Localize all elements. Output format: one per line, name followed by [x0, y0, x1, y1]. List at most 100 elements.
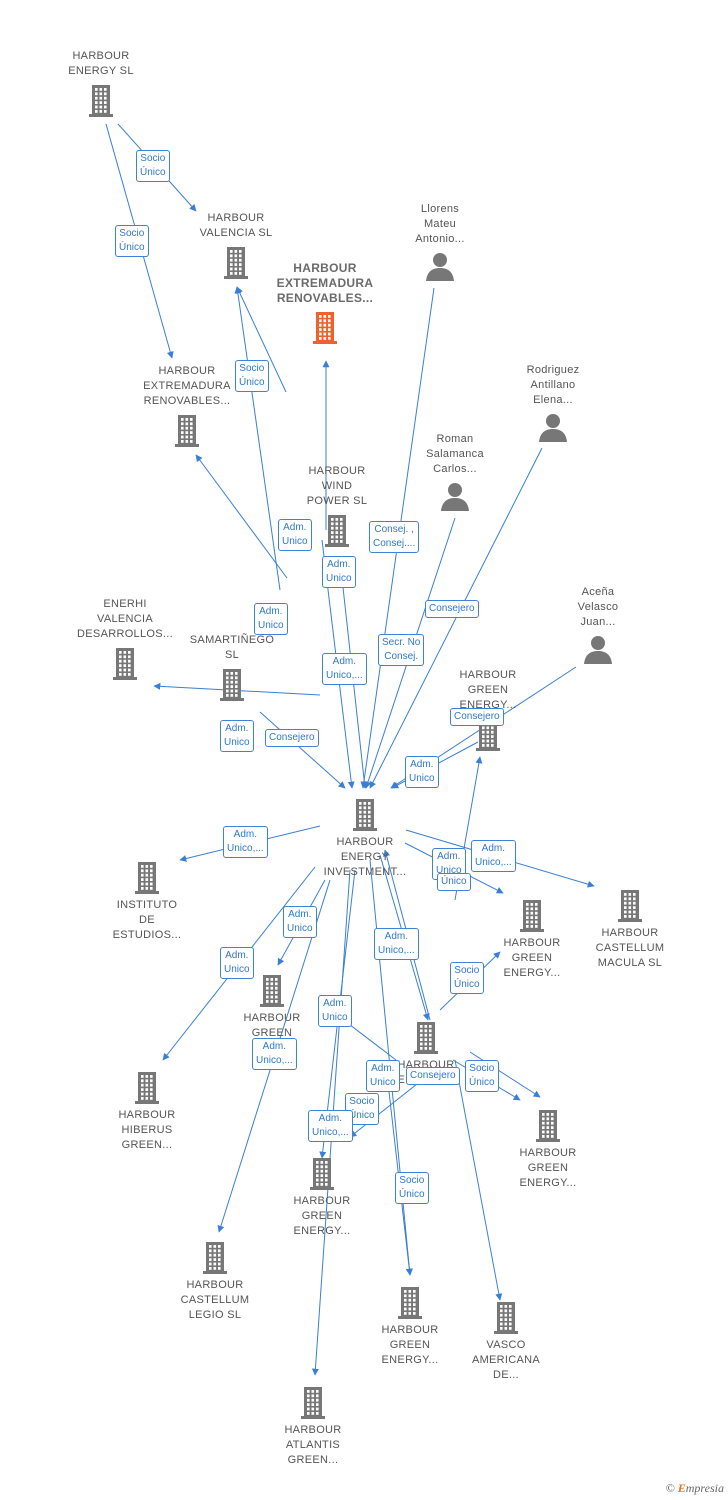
- node-label-line: INSTITUTO: [116, 899, 178, 911]
- relationship-label[interactable]: Adm.Unico: [278, 519, 312, 551]
- relationship-label[interactable]: Adm.Unico,...: [223, 826, 268, 858]
- node-label-line: Aceña: [581, 586, 615, 598]
- node-label-line: GREEN: [511, 952, 553, 964]
- building-icon: [216, 667, 248, 706]
- relationship-label[interactable]: Adm.Unico: [220, 947, 254, 979]
- person-icon: [425, 251, 455, 286]
- node-label-line: ENERGY...: [503, 967, 561, 979]
- building-icon: [349, 797, 381, 836]
- relationship-label[interactable]: Adm.Unico: [254, 603, 288, 635]
- relationship-label[interactable]: Adm.Unico,...: [252, 1038, 297, 1070]
- relationship-label[interactable]: Consej. ,Consej....: [369, 521, 420, 553]
- relationship-label[interactable]: Adm.Unico: [220, 720, 254, 752]
- node-label-line: Elena...: [533, 394, 573, 406]
- node-label-line: DE...: [493, 1369, 519, 1381]
- node-label-line: Roman: [436, 433, 474, 445]
- node-label-line: HARBOUR: [207, 212, 265, 224]
- node-label-line: HARBOUR: [118, 1109, 176, 1121]
- edge-line: [469, 1051, 541, 1098]
- relationship-label-line: Adm.: [332, 656, 357, 667]
- relationship-label-line: Adm.: [225, 723, 249, 734]
- relationship-label-line: Unico: [322, 1012, 348, 1023]
- building-icon: [85, 83, 117, 122]
- relationship-label-line: Consej.: [384, 651, 419, 662]
- relationship-label-line: Adm.: [437, 851, 461, 862]
- node-label-line: EXTREMADURA: [276, 276, 374, 290]
- building-icon: [394, 1285, 426, 1324]
- relationship-label[interactable]: Adm.Unico: [318, 995, 352, 1027]
- node-label-line: Velasco: [577, 601, 619, 613]
- brand-logo-text: mpresia: [685, 1481, 724, 1495]
- edge-line: [454, 1059, 503, 1301]
- relationship-label[interactable]: Adm.Unico: [283, 906, 317, 938]
- relationship-label-line: Unico,...: [227, 843, 264, 854]
- relationship-label-line: Único: [399, 1189, 425, 1200]
- relationship-label[interactable]: Adm.Unico: [405, 756, 439, 788]
- node-label-line: HARBOUR: [336, 836, 394, 848]
- relationship-label[interactable]: Adm.Unico: [322, 556, 356, 588]
- copyright-symbol: ©: [665, 1481, 675, 1495]
- relationship-label[interactable]: Consejero: [425, 600, 479, 618]
- building-icon: [131, 860, 163, 899]
- relationship-label[interactable]: Adm.Unico,...: [374, 928, 419, 960]
- relationship-label-line: Unico,...: [312, 1127, 349, 1138]
- building-icon: [306, 1156, 338, 1195]
- node-label-line: GREEN: [467, 684, 509, 696]
- relationship-label[interactable]: Adm.Unico,...: [308, 1110, 353, 1142]
- relationship-label[interactable]: Consejero: [265, 729, 319, 747]
- edge-line: [369, 447, 543, 789]
- relationship-label-line: Socio: [119, 228, 145, 239]
- building-icon: [109, 646, 141, 685]
- node-label-line: ATLANTIS: [285, 1439, 341, 1451]
- relationship-label-line: Consejero: [410, 1070, 456, 1081]
- relationship-label[interactable]: Único: [437, 873, 471, 891]
- relationship-label[interactable]: Adm.Unico,...: [471, 840, 516, 872]
- relationship-label-line: Socio: [140, 153, 166, 164]
- relationship-label[interactable]: Consejero: [406, 1067, 460, 1085]
- node-label-line: ENERGY SL: [68, 65, 134, 77]
- relationship-label-line: Unico,...: [326, 670, 363, 681]
- relationship-label[interactable]: Adm. Unico,...: [322, 653, 367, 685]
- node-label-line: HARBOUR: [459, 669, 517, 681]
- node-label-line: HARBOUR: [293, 261, 357, 275]
- relationship-label[interactable]: Consejero: [450, 708, 504, 726]
- relationship-label-line: Adm.: [384, 931, 409, 942]
- relationship-label[interactable]: Adm.Unico: [366, 1060, 400, 1092]
- relationship-label-line: Unico: [258, 620, 284, 631]
- relationship-label-line: Unico,...: [256, 1055, 293, 1066]
